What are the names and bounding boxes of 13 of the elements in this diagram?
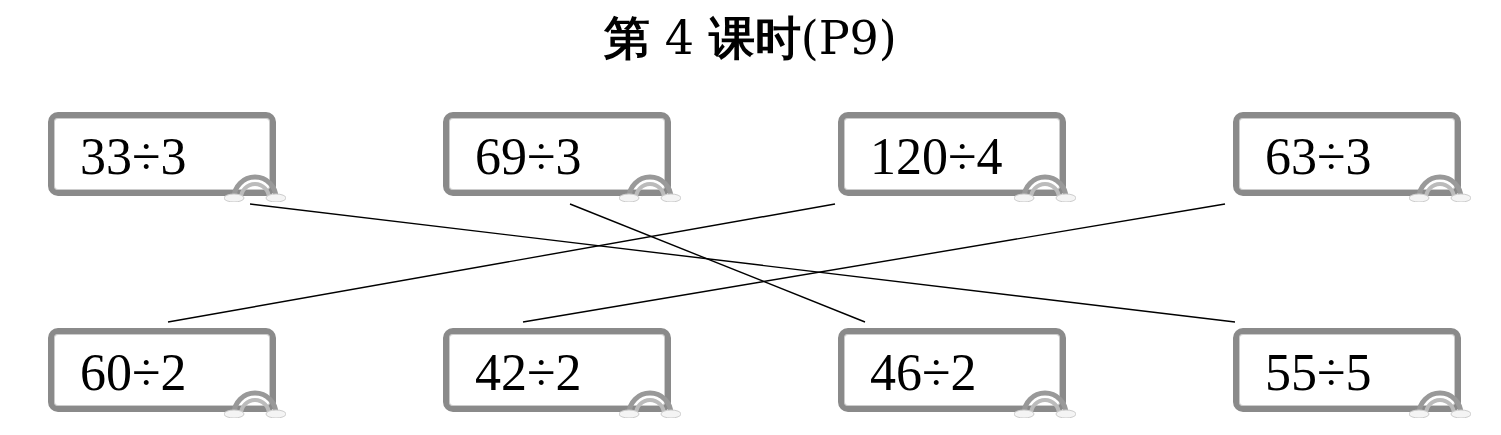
division-expression: 42÷2 xyxy=(475,343,582,403)
connecting-line xyxy=(167,203,836,323)
division-expression: 69÷3 xyxy=(475,127,582,187)
division-expression: 46÷2 xyxy=(870,343,977,403)
division-expression: 55÷5 xyxy=(1265,343,1372,403)
connecting-line xyxy=(249,203,1236,323)
division-expression: 60÷2 xyxy=(80,343,187,403)
connecting-line xyxy=(522,203,1226,323)
division-expression: 63÷3 xyxy=(1265,127,1372,187)
division-expression: 120÷4 xyxy=(870,127,1003,187)
connecting-line xyxy=(569,203,866,323)
division-expression: 33÷3 xyxy=(80,127,187,187)
title: 第 4 课时(P9) xyxy=(603,10,898,67)
